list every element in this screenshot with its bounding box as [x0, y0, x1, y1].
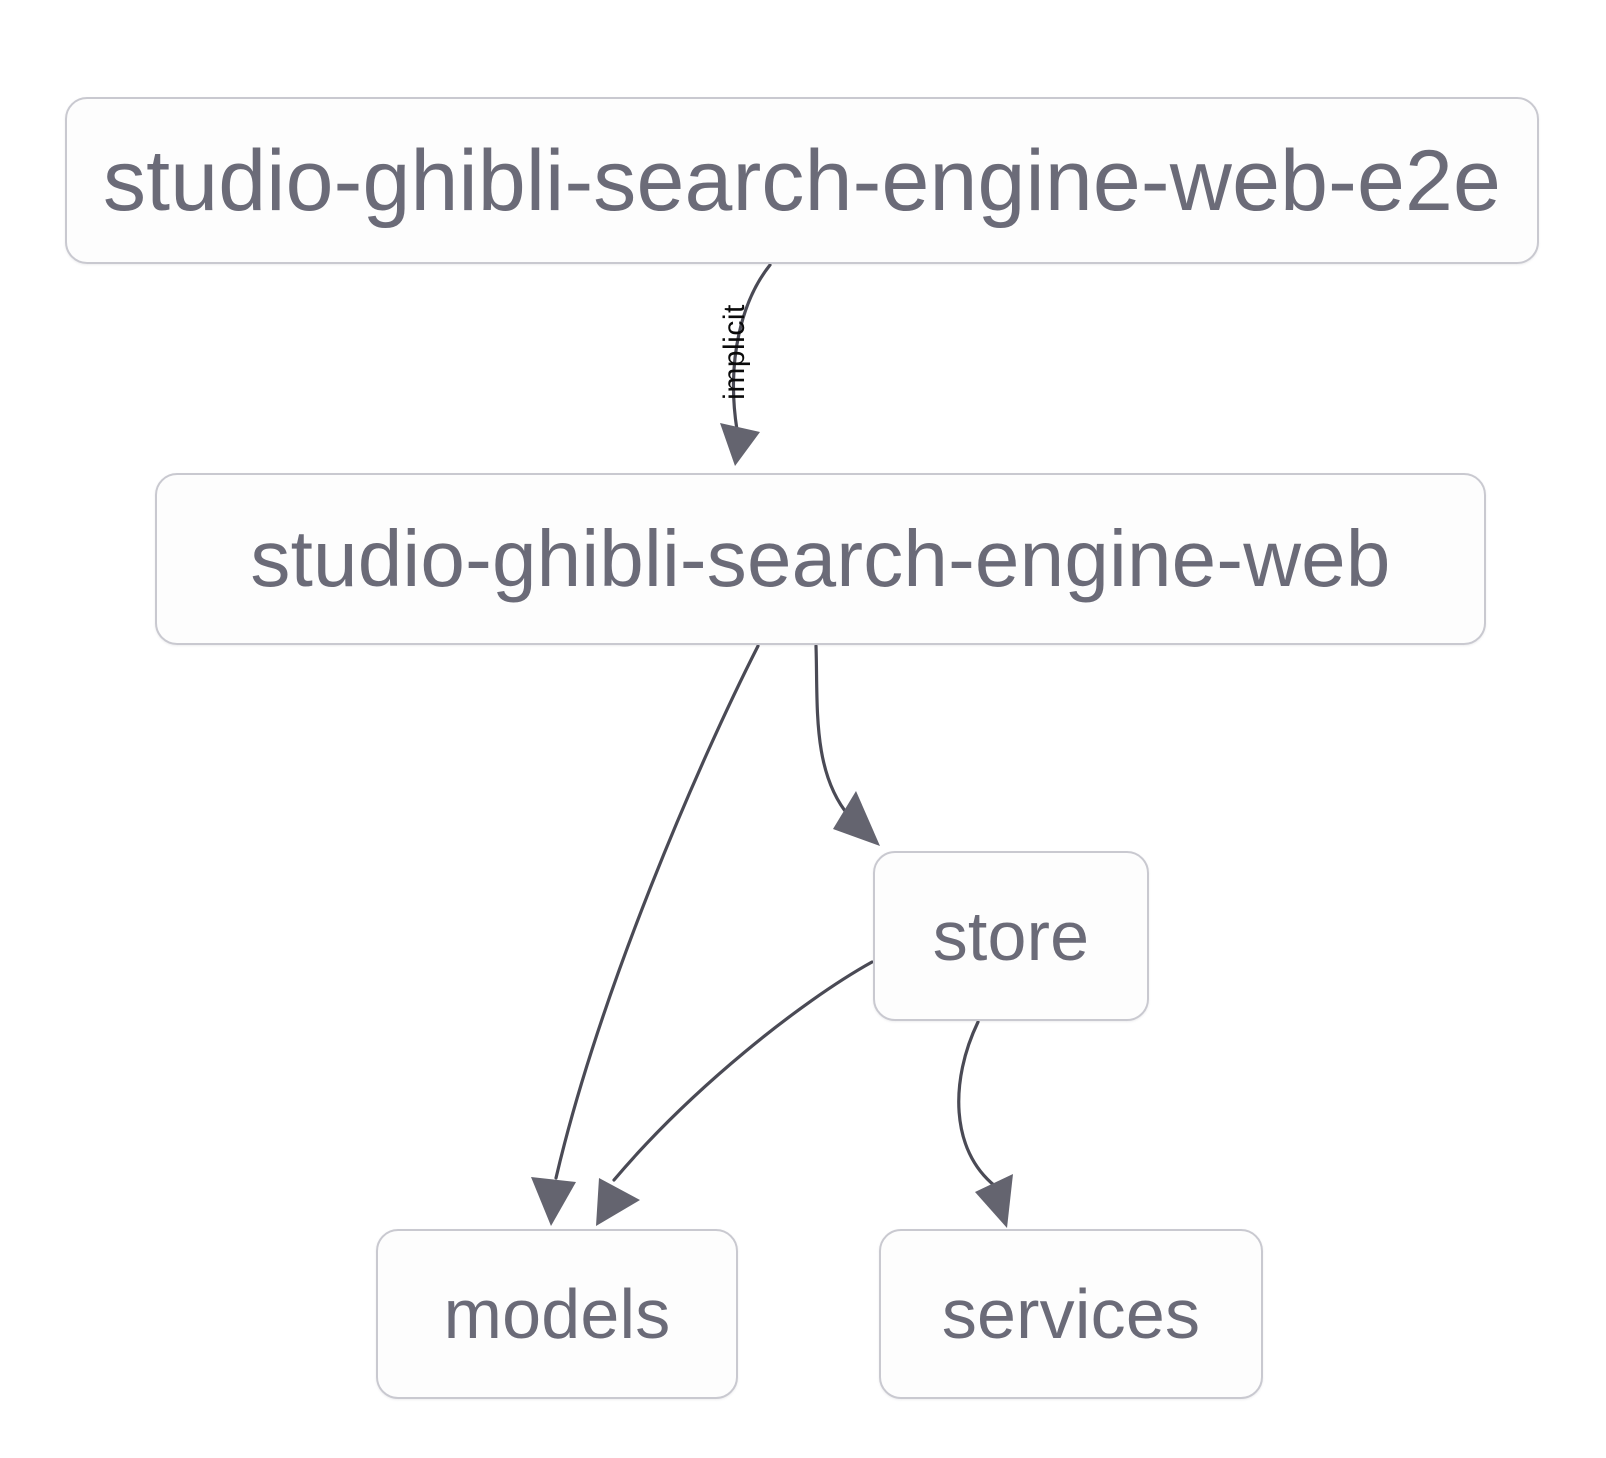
node-label: services	[941, 1275, 1201, 1353]
node-label: store	[932, 897, 1090, 975]
node-services[interactable]: services	[879, 1229, 1263, 1399]
edge-store-to-services	[957, 1020, 997, 1188]
node-studio-ghibli-search-engine-web-e2e[interactable]: studio-ghibli-search-engine-web-e2e	[65, 97, 1539, 264]
node-models[interactable]: models	[376, 1229, 738, 1399]
edge-store-to-models	[612, 960, 874, 1182]
edge-e2e-to-web-arrowhead	[720, 423, 760, 466]
node-label: studio-ghibli-search-engine-web-e2e	[102, 132, 1502, 229]
edge-web-to-models	[554, 644, 760, 1180]
node-label: models	[443, 1275, 671, 1353]
node-studio-ghibli-search-engine-web[interactable]: studio-ghibli-search-engine-web	[155, 473, 1486, 645]
edge-web-to-store	[814, 644, 851, 818]
edge-label-implicit: implicit	[718, 304, 751, 400]
node-store[interactable]: store	[873, 851, 1149, 1021]
edge-store-to-models-arrowhead	[596, 1178, 640, 1226]
edge-store-to-services-arrowhead	[975, 1174, 1013, 1228]
edge-web-to-store-arrowhead	[833, 791, 880, 846]
node-label: studio-ghibli-search-engine-web	[250, 514, 1391, 603]
edge-web-to-models-arrowhead	[531, 1177, 576, 1226]
